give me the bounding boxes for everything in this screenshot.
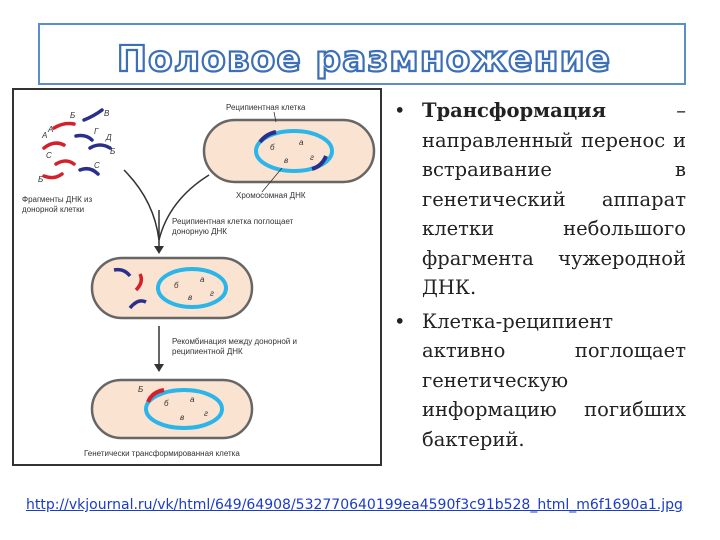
cell-letter: б [174,281,179,290]
fragment-letter: А [47,125,53,134]
dna-fragment [88,143,112,150]
chromosome-segment [311,155,328,171]
label-pointer [261,167,283,193]
cell-letter: а [200,275,205,284]
transformation-diagram: б а в г Реципиентная клетка В А Б Г Д Б … [12,88,382,466]
dna-fragment [82,108,104,122]
fragment-letter: С [94,161,100,170]
recombined-segment [146,388,165,403]
recombination-label: Рекомбинация между донорной и [172,337,297,346]
label-pointer [273,111,277,123]
page-title: Половое размножение [117,39,611,80]
result-label: Генетически трансформированная клетка [84,449,240,458]
fragment-letter: Б [110,147,115,156]
cell-letter: в [180,413,184,422]
fragments-label: донорной клетки [22,205,84,214]
chromosome-segment [258,130,277,144]
dna-fragment [74,133,94,142]
cell-letter: г [210,289,214,298]
arrow-head [154,364,164,372]
fragment-letter: Д [105,133,112,142]
chromosome-ring [156,267,228,309]
converge-arrow [158,174,210,241]
term-transformation: Трансформация [422,99,607,122]
cell-letter: Б [138,385,143,394]
bullet-item: • Клетка-реципиент активно поглощает ген… [392,307,686,455]
fragment-letter: Г [94,127,99,136]
fragments-label: Фрагменты ДНК из [22,195,92,204]
bullet-list: • Трансформация – направленный перенос и… [392,96,686,454]
fragment-letter: В [104,109,110,118]
chromosome-label: Хромосомная ДНК [236,191,306,200]
arrow-head [154,246,164,254]
dna-fragments [42,108,112,180]
fragment-letter: Б [70,111,75,120]
cell-letter: б [164,399,169,408]
dna-fragment [42,141,66,150]
recipient-cell-label: Реципиентная клетка [226,103,306,112]
bullet-marker: • [394,309,406,333]
dna-fragment [54,159,76,166]
recombination-label: реципиентной ДНК [172,347,243,356]
fragment-letter: С [46,151,52,160]
converge-arrow [123,169,160,241]
transformed-cell [90,378,254,440]
cell-letter: б [270,143,275,152]
fragment-letter: Б [38,175,43,184]
cell-letter: а [190,395,195,404]
chromosome-ring [144,388,224,430]
title-graphic: Половое размножение [116,38,611,81]
chromosome-ring [254,129,334,173]
title-banner: Половое размножение [38,23,686,85]
cell-letter: в [188,293,192,302]
dna-fragment [52,121,76,130]
donor-fragment [113,267,132,278]
cell-letter: а [299,138,304,147]
donor-fragment [134,273,144,292]
dna-fragment [42,172,64,180]
bullet-item: • Трансформация – направленный перенос и… [392,96,686,303]
bullet-text: – направленный перенос и встраивание в г… [422,99,686,299]
cell-letter: г [204,409,208,418]
absorb-label: донорную ДНК [172,227,227,236]
dna-fragment [78,166,100,176]
source-link[interactable]: http://vkjournal.ru/vk/html/649/64908/53… [26,497,683,513]
cell-letter: в [284,156,288,165]
recipient-cell [202,118,376,184]
cell-letter: г [310,153,314,162]
bullet-text: Клетка-реципиент активно поглощает генет… [422,309,686,451]
diagram-canvas: б а в г Реципиентная клетка В А Б Г Д Б … [22,103,376,458]
donor-fragment [128,299,147,310]
bullet-marker: • [394,99,406,122]
fragment-letter: А [41,131,47,140]
absorb-label: Реципиентная клетка поглощает [172,217,294,226]
